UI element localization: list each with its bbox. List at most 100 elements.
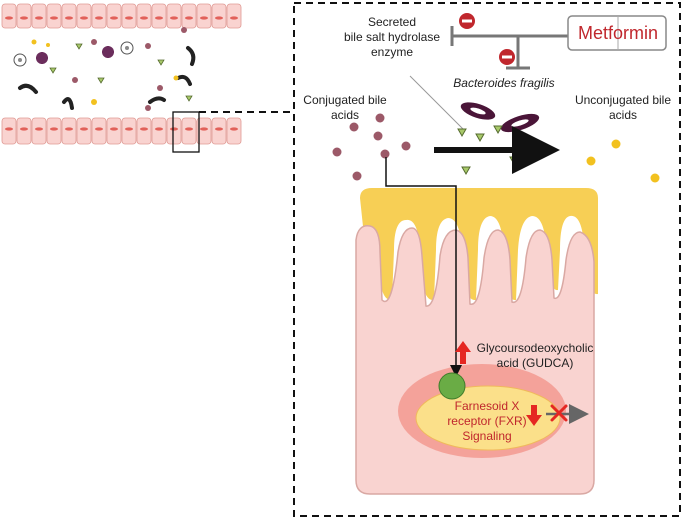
cell-nucleus [95,127,103,131]
bottom-epithelium [1,117,242,145]
enzyme-pointer [409,75,465,131]
bacteria-round-icon [125,46,129,50]
cell-nucleus [170,16,178,20]
epithelial-cell [106,3,122,29]
transport-path [385,157,462,377]
unconjugated-dots-small [31,39,179,105]
epithelial-cell [181,117,197,145]
cell-nucleus [185,16,193,20]
cell-nucleus [215,127,223,131]
cell-nucleus [125,127,133,131]
cell-nucleus [110,16,118,20]
epithelial-cell [16,3,32,29]
epithelial-cell [151,3,167,29]
cell-nucleus [200,16,208,20]
cell-nucleus [35,127,43,131]
epithelial-cell [121,3,137,29]
inhibit-icon [459,13,515,65]
cell-nucleus [20,127,28,131]
secreted-enzyme-label: Secreted bile salt hydrolase enzyme [343,15,441,59]
cell-nucleus [140,16,148,20]
intestinal-cell [355,188,598,495]
down-arrow-icon [526,405,542,426]
cell-nucleus [65,16,73,20]
bacteroides-label: Bacteroides fragilis [453,76,555,90]
up-arrow-icon [455,341,471,364]
zoom-selection-box [172,111,200,153]
cell-nucleus [125,16,133,20]
epithelial-cell [61,117,77,145]
top-epithelium [1,3,242,29]
bacteroides-icon [460,102,540,133]
epithelial-cell [16,117,32,145]
cell-nucleus [5,127,13,131]
epithelial-cell [166,117,182,145]
epithelial-cell [1,3,17,29]
epithelial-cell [226,3,242,29]
epithelial-cell [76,117,92,145]
fxr-label: Farnesoid X receptor (FXR) Signaling [447,399,527,443]
cross-icon [550,404,568,422]
epithelial-cell [196,117,212,145]
cell-nucleus [110,127,118,131]
gear-shaped-microbe-icon [36,46,114,64]
cell-nucleus [170,127,178,131]
epithelial-cell [196,3,212,29]
cell-nucleus [95,16,103,20]
cell-nucleus [50,127,58,131]
inhibition-network [450,26,568,70]
conjugated-dots-small [72,27,187,111]
cell-nucleus [155,127,163,131]
cell-nucleus [230,127,238,131]
epithelial-cell [226,117,242,145]
epithelial-cell [106,117,122,145]
epithelial-cell [1,117,17,145]
zoom-panel-frame [293,2,681,517]
epithelial-cell [151,117,167,145]
epithelial-cell [91,117,107,145]
epithelial-cell [136,3,152,29]
cell-nucleus [215,16,223,20]
epithelial-cell [31,117,47,145]
nucleus-inner [415,385,561,451]
cell-nucleus [185,127,193,131]
rod-bacteria-icon [18,46,196,110]
conjugated-bile-acid-dots [332,113,411,181]
fxr-receptor [438,372,466,400]
epithelial-cell [121,117,137,145]
enzyme-triangles-small [49,43,193,102]
cell-nucleus [65,127,73,131]
epithelial-cell [136,117,152,145]
conjugated-label: Conjugated bile acids [303,93,387,122]
lumen-contents [13,27,196,111]
bacteria-round-icon [18,58,22,62]
epithelial-cell [211,3,227,29]
epithelial-cell [76,3,92,29]
gudca-label: Glycoursodeoxycholic acid (GUDCA) [476,341,594,370]
villi-yellow-layer [360,188,598,301]
cell-nucleus [50,16,58,20]
epithelial-cell [61,3,77,29]
epithelial-cell [46,3,62,29]
metformin-box [567,15,667,51]
cell-nucleus [140,127,148,131]
unconjugated-bile-acid-dots [586,139,660,183]
cell-nucleus [80,16,88,20]
cell-nucleus [20,16,28,20]
epithelial-cell [31,3,47,29]
unconjugated-label: Unconjugated bile acids [574,93,672,122]
cell-nucleus [200,127,208,131]
cell-nucleus [5,16,13,20]
epithelial-cell [46,117,62,145]
cell-nucleus [80,127,88,131]
cell-nucleus [155,16,163,20]
virus-icon [36,46,114,64]
epithelial-cell [181,3,197,29]
epithelial-cell [211,117,227,145]
cell-nucleus [35,16,43,20]
epithelial-cell [166,3,182,29]
overview-panel [1,3,294,153]
epithelial-cell [91,3,107,29]
cell-nucleus [230,16,238,20]
